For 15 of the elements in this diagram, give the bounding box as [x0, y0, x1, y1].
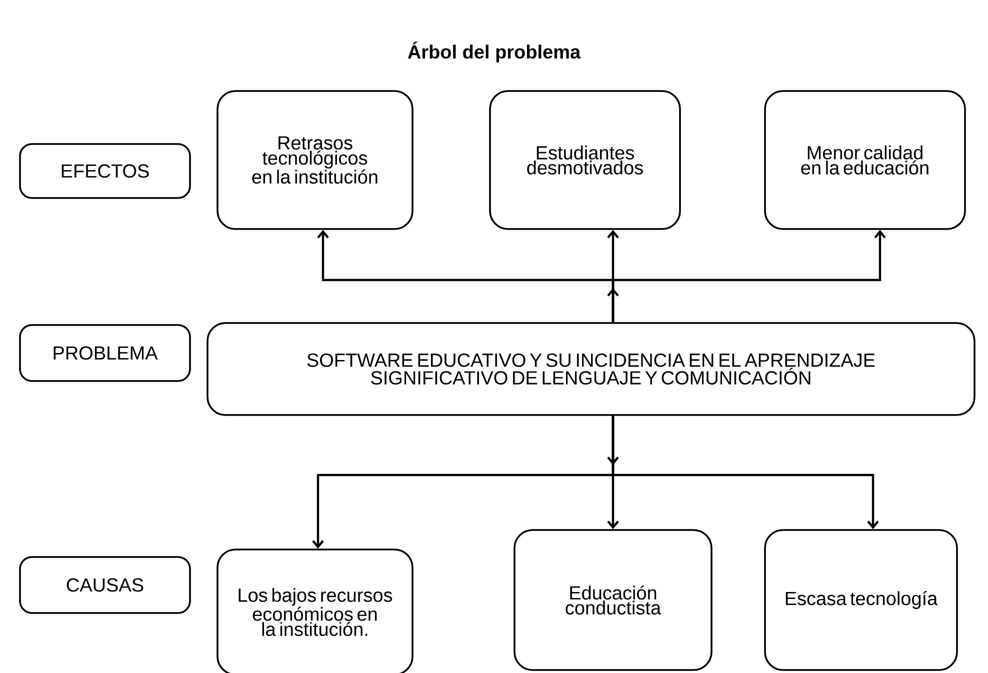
- title: Árbol del problema: [408, 42, 581, 62]
- cause-box: Los bajos recursos económicos en la institución.: [216, 548, 414, 673]
- arrow: [612, 230, 886, 322]
- category-box: PROBLEMA: [19, 324, 191, 382]
- cause-box: Escasa tecnología: [764, 529, 958, 671]
- effect-box: Menor calidad en la educación: [764, 90, 966, 230]
- category-box: CAUSAS: [19, 556, 191, 614]
- arrow: [607, 288, 619, 323]
- arrow: [612, 416, 879, 530]
- cause-box: Educación conductista: [514, 529, 712, 671]
- effect-box: Retrasos tecnológicos en la institución: [216, 90, 414, 230]
- category-box: EFECTOS: [19, 143, 191, 199]
- arrow: [607, 415, 619, 465]
- effect-box: Estudiantes desmotivados: [489, 90, 681, 230]
- problem-box: SOFTWARE EDUCATIVO Y SU INCIDENCIA EN EL APRENDIZAJE SIGNIFICATIVO DE LENGUAJE Y COMUNICACIÓN: [206, 322, 976, 416]
